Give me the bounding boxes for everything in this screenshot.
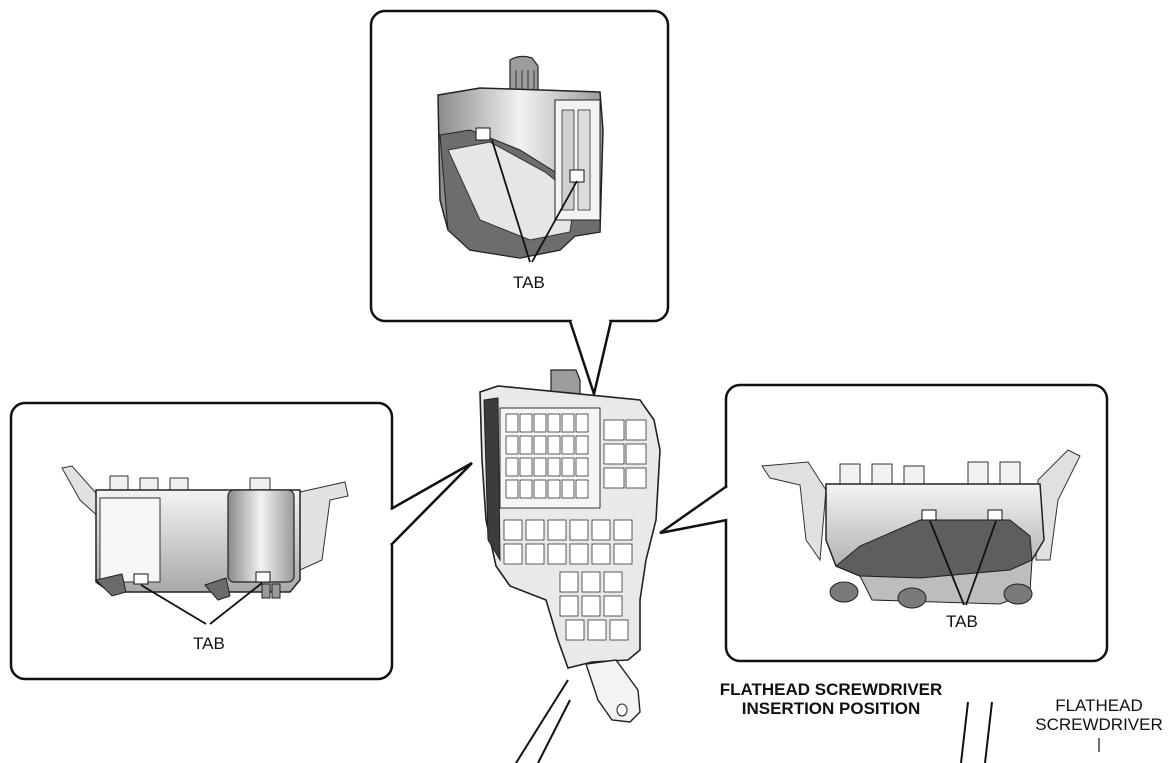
right-tab-label: TAB <box>946 612 978 631</box>
left-tab-leader-2 <box>209 582 263 625</box>
left-tab-label: TAB <box>193 634 225 653</box>
screwdriver-label-line-1: FLATHEAD <box>1055 696 1143 715</box>
left-callout <box>9 401 473 681</box>
right-tab-leader-2 <box>965 520 997 606</box>
top-tab-label: TAB <box>513 273 545 292</box>
center-fuse-box <box>479 369 661 723</box>
top-fuse-box-view <box>437 55 604 259</box>
right-callout <box>659 383 1109 663</box>
left-fuse-box-view <box>61 465 349 601</box>
top-tab-leader-2 <box>531 180 578 263</box>
right-callout-pointer <box>659 484 728 535</box>
insertion-leader-1 <box>515 679 569 763</box>
left-callout-pointer <box>390 461 473 546</box>
top-callout <box>369 9 670 399</box>
flathead-screwdriver <box>960 701 1100 763</box>
screwdriver-label: FLATHEAD SCREWDRIVER <box>1024 696 1174 734</box>
top-callout-pointer <box>568 320 613 399</box>
insertion-position-line-2: INSERTION POSITION <box>741 699 921 718</box>
screwdriver-label-line-2: SCREWDRIVER <box>1035 715 1163 734</box>
top-tab-leader-1 <box>491 139 531 263</box>
insertion-leader-2 <box>537 699 571 763</box>
insertion-position-line-1: FLATHEAD SCREWDRIVER <box>719 680 943 699</box>
right-tab-leader-1 <box>929 520 965 606</box>
insertion-position-label: FLATHEAD SCREWDRIVER INSERTION POSITION <box>706 680 956 718</box>
left-tab-leader-1 <box>140 584 207 625</box>
